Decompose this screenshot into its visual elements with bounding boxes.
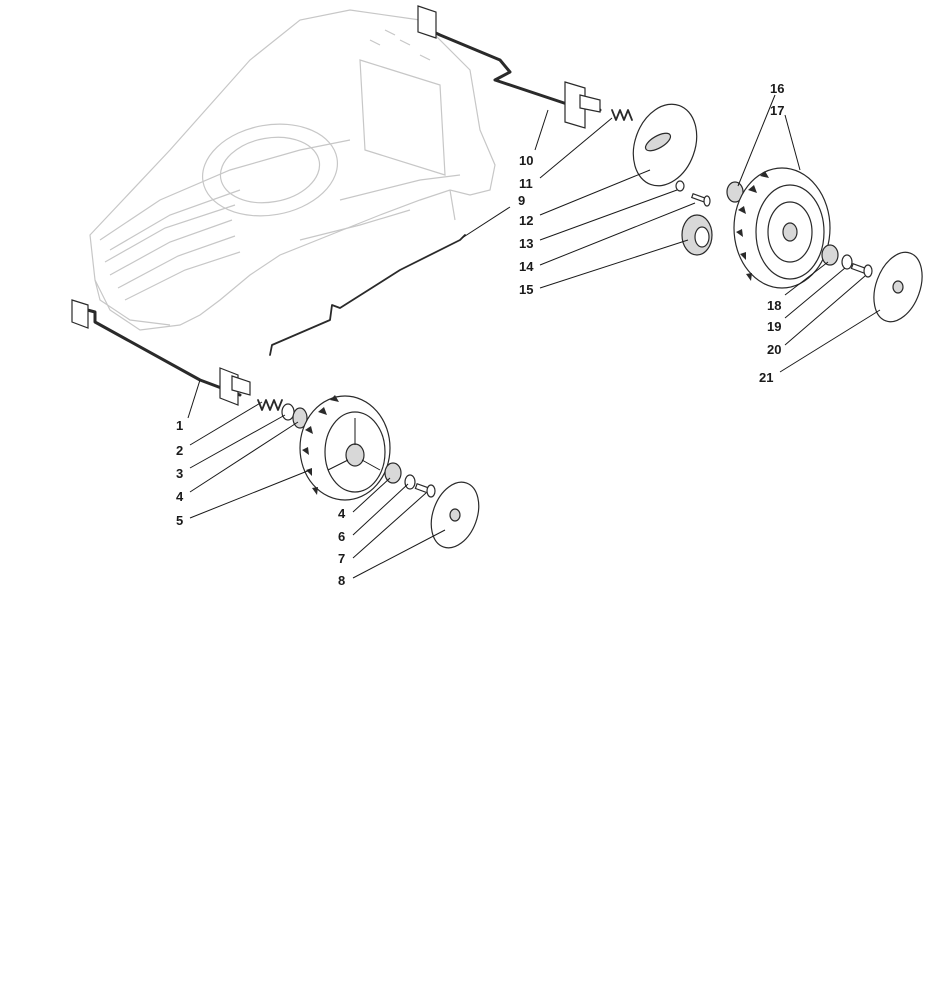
callout-18: 18 xyxy=(767,298,781,313)
front-washer-outer xyxy=(404,474,416,490)
rear-small-washer xyxy=(675,180,685,192)
rear-bolt-outer xyxy=(850,262,873,278)
rear-wheel xyxy=(733,167,831,289)
callout-11: 11 xyxy=(519,176,533,191)
callout-15: 15 xyxy=(519,282,533,297)
callout-10: 10 xyxy=(519,153,533,168)
callout-20: 20 xyxy=(767,342,781,357)
callout-4a: 4 xyxy=(176,489,184,504)
rear-bolt xyxy=(690,192,711,207)
front-spring xyxy=(257,399,283,411)
rear-axle-rod xyxy=(417,5,602,129)
callout-12: 12 xyxy=(519,213,533,228)
rear-drive-pinion xyxy=(681,214,713,256)
callout-6: 6 xyxy=(338,529,345,544)
callout-1: 1 xyxy=(176,418,183,433)
front-bolt xyxy=(414,482,436,498)
rear-hubcap xyxy=(873,251,923,323)
front-wheel xyxy=(299,395,391,501)
callout-13: 13 xyxy=(519,236,533,251)
front-bushing-outer xyxy=(384,462,402,484)
rear-gear-cover xyxy=(632,103,698,187)
callout-4b: 4 xyxy=(338,506,346,521)
rear-bushing-outer xyxy=(821,244,839,266)
leader-lines xyxy=(187,94,881,579)
callout-3: 3 xyxy=(176,466,183,481)
front-washer xyxy=(281,403,295,421)
callout-17: 17 xyxy=(770,103,784,118)
callout-labels: 1 2 3 4 5 4 6 7 8 9 10 11 12 13 14 15 16… xyxy=(176,81,784,588)
callout-16: 16 xyxy=(770,81,784,96)
front-axle-rod xyxy=(71,299,251,406)
mower-deck-outline xyxy=(89,9,496,331)
callout-21: 21 xyxy=(759,370,773,385)
callout-5: 5 xyxy=(176,513,183,528)
height-adjust-wire xyxy=(269,234,466,356)
callout-7: 7 xyxy=(338,551,345,566)
callout-19: 19 xyxy=(767,319,781,334)
rear-washer-outer xyxy=(841,254,853,270)
callout-14: 14 xyxy=(519,259,534,274)
callout-9: 9 xyxy=(518,193,525,208)
callout-8: 8 xyxy=(338,573,345,588)
callout-2: 2 xyxy=(176,443,183,458)
rear-spring xyxy=(611,109,633,121)
